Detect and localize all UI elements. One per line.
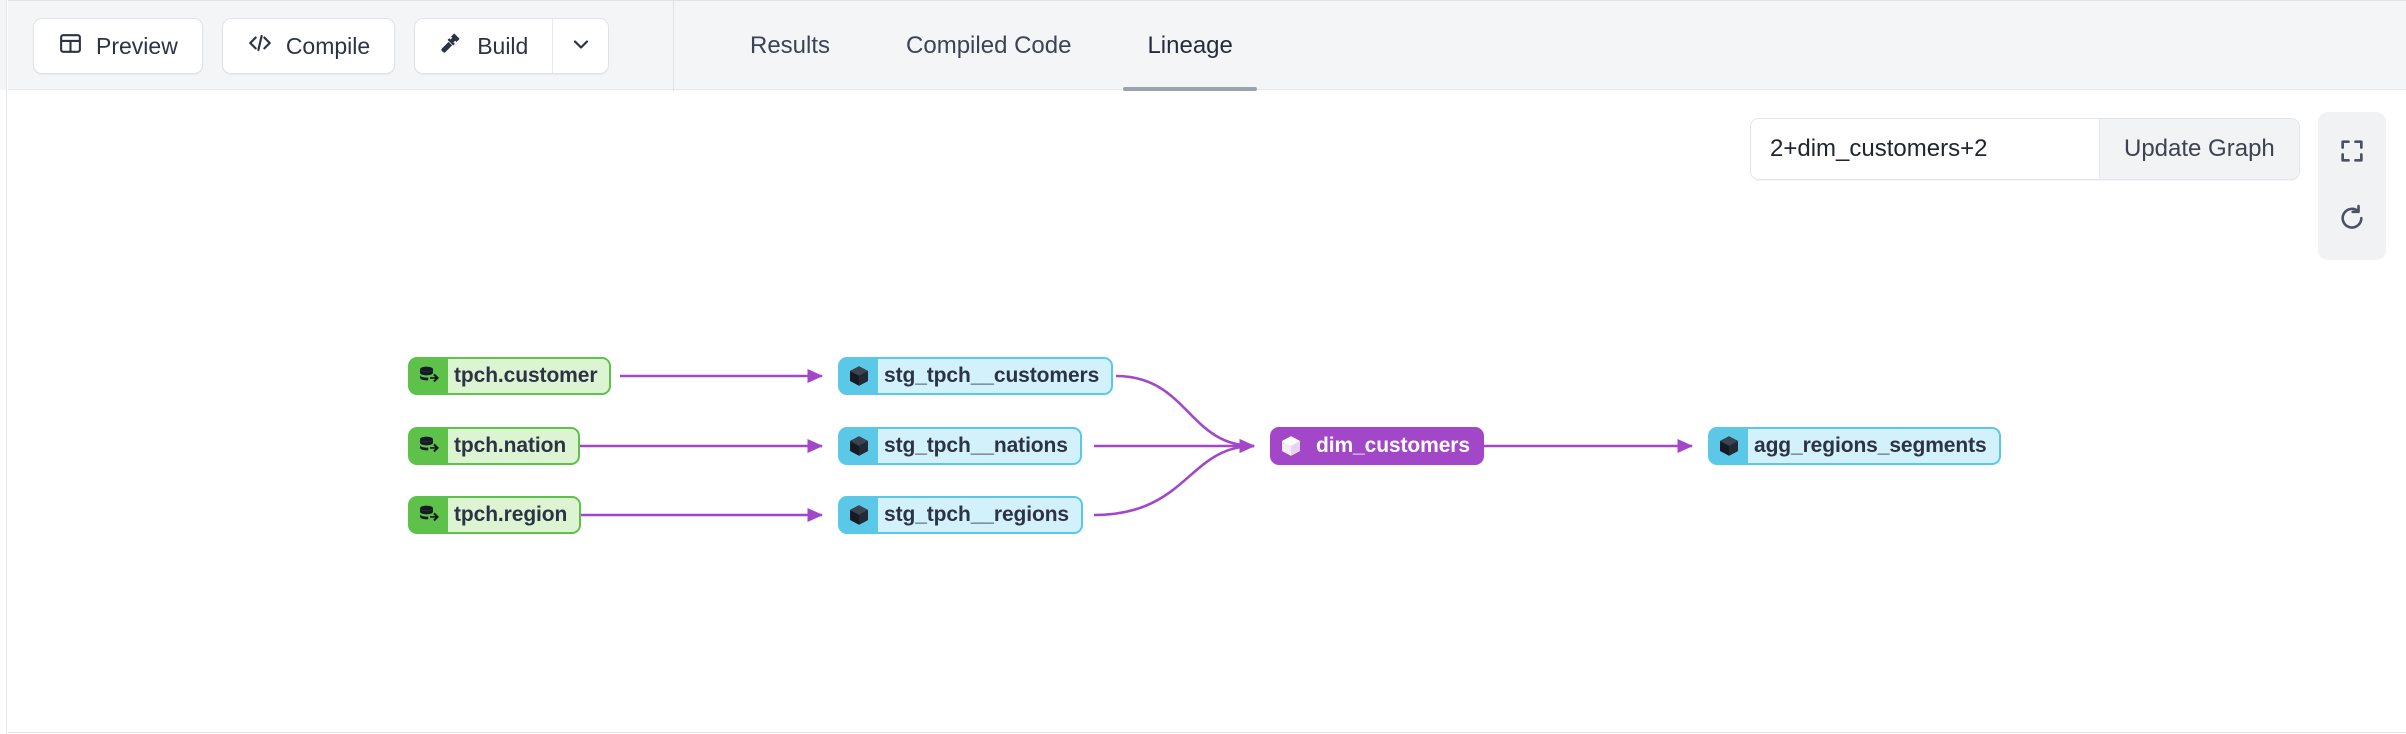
graph-side-controls [2318, 112, 2386, 260]
update-graph-button[interactable]: Update Graph [2099, 119, 2299, 179]
node-stg-tpch-customers[interactable]: stg_tpch__customers [838, 357, 1114, 395]
tab-bar: Results Compiled Code Lineage [726, 1, 1258, 91]
tab-compiled-code-label: Compiled Code [906, 32, 1072, 59]
database-source-icon [410, 357, 448, 395]
node-label: tpch.region [448, 498, 580, 532]
database-source-icon [410, 427, 448, 465]
hammer-icon [439, 31, 464, 62]
compile-button-label: Compile [285, 32, 371, 59]
reset-graph-button[interactable] [2318, 186, 2386, 252]
node-stg-tpch-regions[interactable]: stg_tpch__regions [838, 496, 1084, 534]
tab-lineage-label: Lineage [1147, 32, 1233, 59]
left-rail-border [0, 0, 7, 734]
node-tpch-nation[interactable]: tpch.nation [408, 427, 581, 465]
reset-icon [2338, 203, 2366, 236]
build-split-button: Build [414, 18, 610, 74]
node-label: tpch.nation [448, 429, 579, 463]
toolbar-button-group: Preview Compile [33, 18, 610, 74]
toolbar-divider [673, 1, 674, 91]
tab-lineage[interactable]: Lineage [1123, 1, 1258, 91]
node-label: dim_customers [1316, 434, 1470, 457]
build-dropdown-button[interactable] [552, 19, 608, 73]
preview-button-label: Preview [96, 32, 178, 59]
node-tpch-region[interactable]: tpch.region [408, 496, 582, 534]
graph-selector-input[interactable] [1751, 119, 2099, 179]
build-button-label: Build [477, 32, 529, 59]
toolbar: Preview Compile [8, 0, 2406, 91]
fullscreen-icon [2338, 137, 2366, 170]
build-button[interactable]: Build [415, 19, 552, 73]
code-icon [247, 30, 273, 62]
cube-icon [1710, 427, 1748, 465]
cube-icon [840, 427, 878, 465]
fullscreen-button[interactable] [2318, 120, 2386, 186]
lineage-canvas[interactable]: tpch.customer tpch.nation [8, 91, 2406, 733]
cube-icon [1272, 427, 1310, 465]
compile-button[interactable]: Compile [221, 18, 396, 74]
tab-results[interactable]: Results [726, 1, 854, 91]
node-label: stg_tpch__customers [878, 359, 1112, 393]
node-tpch-customer[interactable]: tpch.customer [408, 357, 612, 395]
table-icon [58, 31, 83, 62]
node-dim-customers[interactable]: dim_customers [1270, 427, 1484, 465]
left-rail-border-top [0, 0, 7, 90]
node-label: stg_tpch__nations [878, 429, 1080, 463]
lineage-edges [568, 368, 1694, 523]
preview-button[interactable]: Preview [33, 18, 203, 74]
node-label: stg_tpch__regions [878, 498, 1082, 532]
node-agg-regions-segments[interactable]: agg_regions_segments [1708, 427, 2001, 465]
tab-results-label: Results [750, 32, 831, 59]
graph-query-bar: Update Graph [1750, 118, 2300, 180]
cube-icon [840, 496, 878, 534]
chevron-down-icon [569, 32, 593, 61]
database-source-icon [410, 496, 448, 534]
node-stg-tpch-nations[interactable]: stg_tpch__nations [838, 427, 1082, 465]
node-label: agg_regions_segments [1748, 429, 1999, 463]
node-label: tpch.customer [448, 359, 610, 393]
cube-icon [840, 357, 878, 395]
tab-compiled-code[interactable]: Compiled Code [882, 1, 1095, 91]
